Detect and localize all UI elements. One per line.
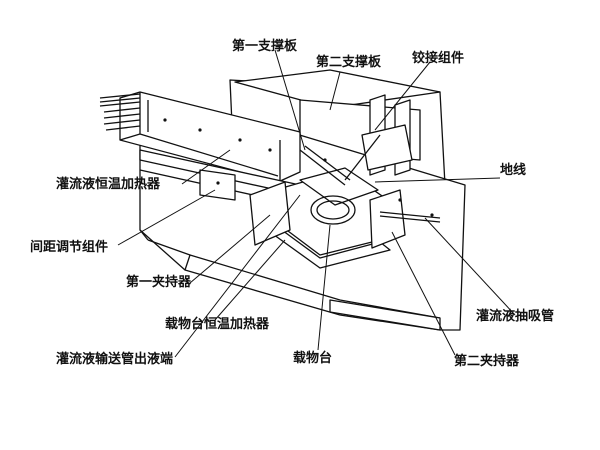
label-stage-heater: 载物台恒温加热器	[165, 317, 270, 332]
label-stage: 载物台	[293, 351, 333, 366]
second-clamp-body	[369, 189, 406, 249]
label-first-support-plate: 第一支撑板	[232, 39, 298, 54]
leader-stage	[317, 224, 331, 351]
upper-plate	[234, 69, 441, 109]
stage-well	[310, 195, 356, 225]
heater-fins	[99, 93, 141, 131]
leader-second-support	[329, 71, 341, 111]
spacing-block	[199, 169, 236, 201]
base-plate-edge	[184, 254, 441, 319]
label-perfusate-heater: 灌流液恒温加热器	[56, 177, 161, 192]
leader-suction	[424, 217, 516, 316]
leader-spacing	[117, 189, 216, 246]
label-spacing-adjust: 间距调节组件	[30, 240, 109, 255]
leader-outlet	[174, 194, 301, 358]
leader-first-clamp	[189, 214, 271, 284]
label-second-clamp: 第二夹持器	[454, 354, 520, 369]
label-ground-wire: 地线	[500, 163, 527, 178]
leader-ground	[374, 177, 501, 183]
label-second-support-plate: 第二支撑板	[316, 55, 382, 70]
stage-top	[299, 167, 379, 206]
label-outlet: 灌流液输送管出液端	[56, 352, 174, 367]
hinge-block	[361, 124, 413, 171]
leader-hinge	[374, 61, 431, 131]
first-clamp-body	[249, 181, 291, 246]
lower-step	[329, 299, 441, 331]
leader-stage-heater	[214, 239, 286, 321]
leader-perfusate-heater	[181, 149, 231, 185]
label-first-clamp: 第一夹持器	[126, 275, 192, 290]
label-suction-tube: 灌流液抽吸管	[476, 309, 555, 324]
leader-first-support	[274, 49, 306, 151]
label-hinge-assembly: 铰接组件	[412, 51, 465, 66]
leader-second-clamp	[391, 231, 456, 356]
